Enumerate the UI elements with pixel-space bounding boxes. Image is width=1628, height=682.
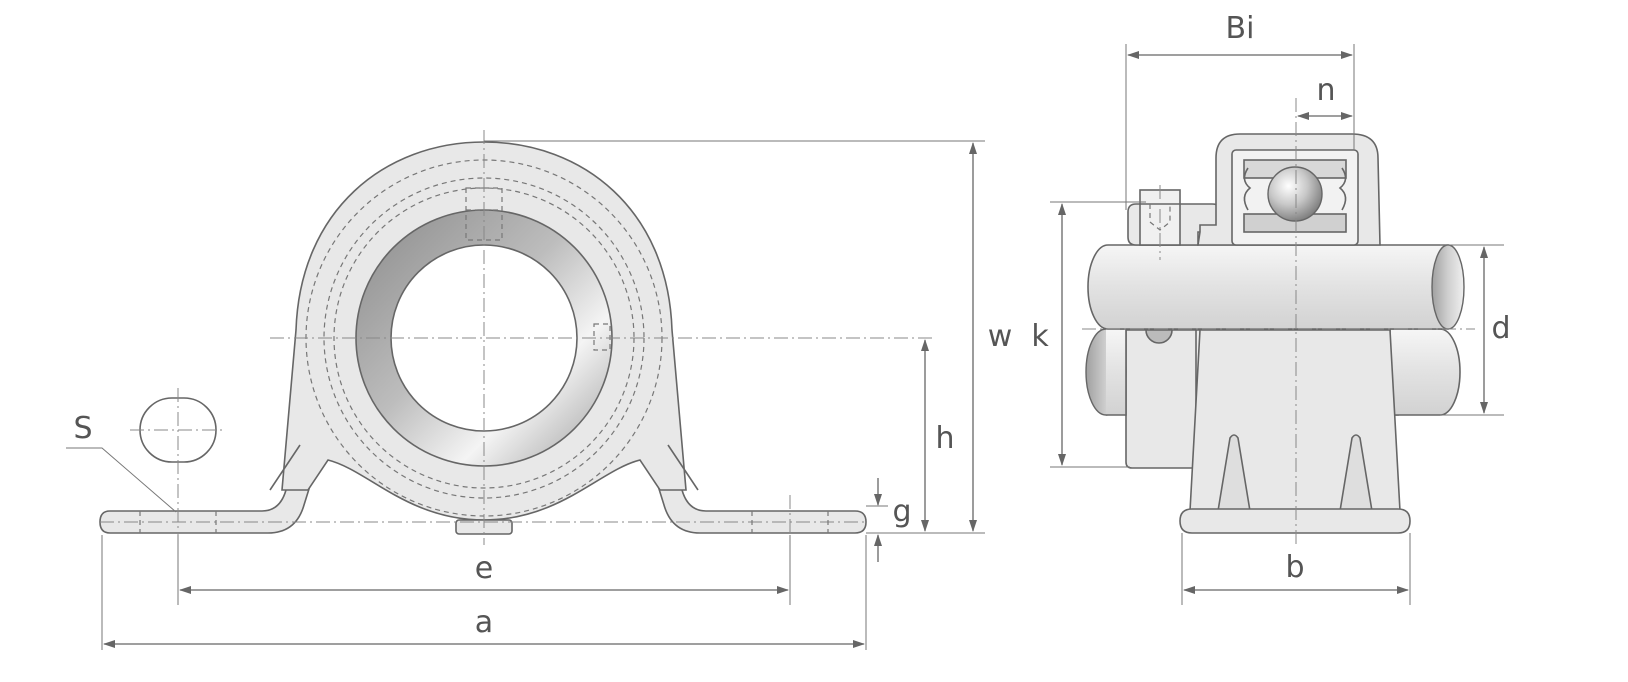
- side-pedestal: [1189, 329, 1401, 512]
- pedestal-rib-left: [1217, 434, 1251, 512]
- dim-h-label: h: [935, 421, 954, 456]
- shaft: [1087, 244, 1449, 330]
- dim-d-label: d: [1491, 311, 1510, 346]
- front-dimensions: a e S h g w: [66, 140, 1013, 650]
- dim-w-label: w: [988, 319, 1013, 354]
- dim-n-label: n: [1316, 73, 1335, 108]
- dim-s-leader: [66, 447, 177, 513]
- shaft-end: [1431, 244, 1465, 330]
- front-view: [99, 130, 935, 545]
- dim-s-label: S: [73, 411, 92, 446]
- side-foot: [1179, 508, 1411, 534]
- dim-bi-label: Bi: [1226, 11, 1255, 46]
- lower-shaft-right: [1389, 328, 1461, 416]
- seal-right: [1338, 167, 1347, 211]
- collar-detail: [1145, 329, 1173, 344]
- seal-left: [1243, 167, 1252, 211]
- side-dimensions: Bi n k d b: [1031, 11, 1511, 605]
- dim-k-label: k: [1031, 319, 1049, 354]
- dim-e-label: e: [475, 551, 493, 586]
- dim-a-label: a: [475, 605, 493, 640]
- side-housing-foot: [1125, 329, 1197, 469]
- side-view: [1082, 98, 1475, 545]
- flange-inner-edge: [269, 444, 699, 491]
- dim-g-label: g: [892, 494, 911, 529]
- dim-b-label: b: [1285, 550, 1304, 585]
- ball-icon: [1267, 166, 1323, 222]
- pedestal-rib-right: [1339, 434, 1373, 512]
